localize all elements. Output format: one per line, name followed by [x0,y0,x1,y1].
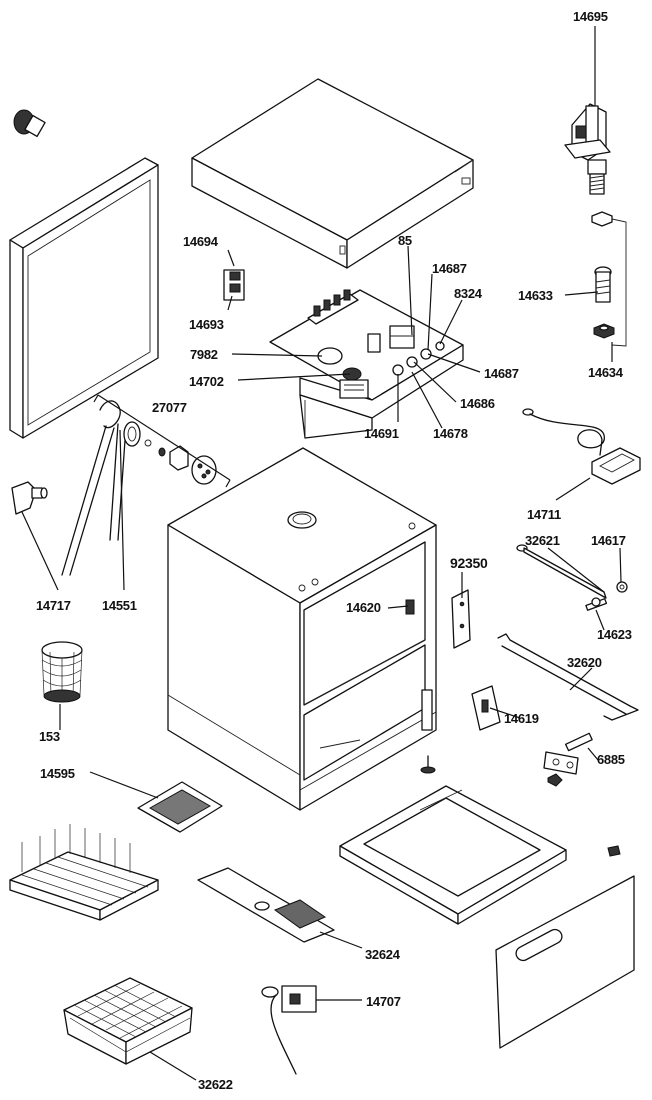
callout-14595: 14595 [40,766,75,781]
callout-14687-upper: 14687 [432,261,467,276]
switch-module [223,269,245,301]
callout-14686: 14686 [460,396,495,411]
callout-14702: 14702 [189,374,224,389]
door-arm [497,633,639,721]
callout-14717: 14717 [36,598,71,613]
side-panel [9,157,159,439]
callout-14707: 14707 [366,994,401,1009]
hinge-rod [516,544,628,611]
callout-85: 85 [398,233,412,248]
callout-27077: 27077 [152,400,187,415]
drain-fitting [11,481,59,591]
cabinet-body [167,447,437,811]
callout-14691: 14691 [364,426,399,441]
front-door-panel [495,845,635,1049]
callout-7982: 7982 [190,347,218,362]
callout-8324: 8324 [454,286,482,301]
spray-arm [197,867,363,949]
callout-14619: 14619 [504,711,539,726]
filter-tray [89,771,223,833]
callout-14623: 14623 [597,627,632,642]
callout-14694: 14694 [183,234,218,249]
cable-gland-fitting [13,109,46,138]
callout-14633: 14633 [518,288,553,303]
control-box [269,289,464,439]
callout-153: 153 [39,729,60,744]
wash-pump [261,985,362,1075]
callout-32622: 32622 [198,1077,233,1092]
leveling-foot [420,755,436,774]
callout-14693: 14693 [189,317,224,332]
callout-14620: 14620 [346,600,381,615]
callout-14617: 14617 [591,533,626,548]
thermostat-probe [522,408,641,501]
callout-32621: 32621 [525,533,560,548]
hinge-plate [471,685,593,787]
callout-14551: 14551 [102,598,137,613]
base-frame [339,785,567,925]
top-cover-panel [191,78,474,269]
callout-14695: 14695 [573,9,608,24]
hose-assembly [61,394,231,576]
solenoid-valve [564,103,611,195]
callout-92350: 92350 [450,555,488,571]
wire-basket [63,977,197,1081]
callout-14678: 14678 [433,426,468,441]
callout-14634: 14634 [588,365,623,380]
leader-lines [119,26,622,761]
cutlery-basket [41,641,83,730]
plate-rack [9,824,159,921]
callout-32624: 32624 [365,947,400,962]
callout-14687-lower: 14687 [484,366,519,381]
bracket-part [451,589,471,649]
callout-32620: 32620 [567,655,602,670]
pressure-fitting [591,211,627,347]
callout-14711: 14711 [527,507,561,522]
callout-6885: 6885 [597,752,625,767]
